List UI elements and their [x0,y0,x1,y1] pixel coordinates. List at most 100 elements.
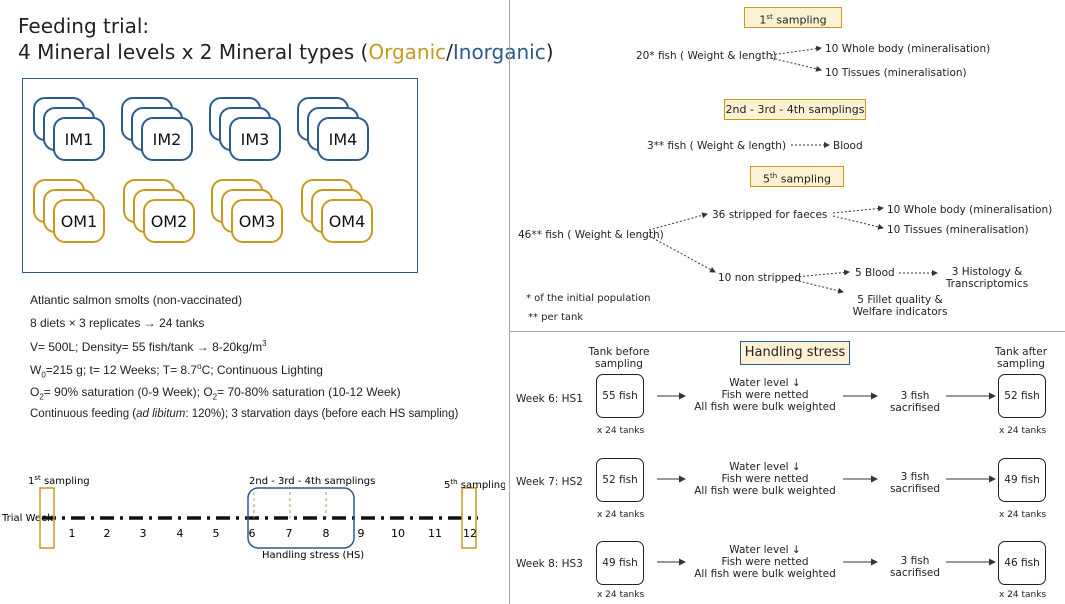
info-weight-w: W [30,363,42,377]
hs-row-week: Week 7: HS2 [516,476,583,488]
tank-stack-im4: IM4 [297,97,371,165]
sampling-arrows [648,45,938,294]
info-o: O [30,385,40,399]
tank-after: 52 fish [998,374,1046,418]
week-label: 12 [463,527,477,540]
week-label: 5 [213,527,220,540]
week-label: 6 [249,527,256,540]
tank-label: IM3 [229,117,281,161]
s5-stripped-whole-body: 10 Whole body (mineralisation) [887,204,1053,216]
tank-after: 46 fish [998,541,1046,585]
tank-label: OM4 [321,199,373,243]
subtitle-prefix: 4 Mineral levels x 2 Mineral types ( [18,40,369,64]
note-initial-population: * of the initial population [526,293,651,304]
week-label: 10 [391,527,405,540]
subtitle-slash: / [446,40,453,64]
info-feeding-italic: ad libitum [136,408,186,420]
info-line-weight: W0=215 g; t= 12 Weeks; T= 8.7oC; Continu… [30,362,323,379]
first-sampling-label: 1st sampling [28,474,90,487]
tank-label: IM4 [317,117,369,161]
week-label: 11 [428,527,442,540]
s2-out-blood: Blood [833,140,863,152]
tank-stack-om2: OM2 [123,179,197,247]
hs-row-week: Week 8: HS3 [516,558,583,570]
tank-label: IM2 [141,117,193,161]
tank-stack-om4: OM4 [301,179,375,247]
handling-stress-header: Handling stress [740,341,850,365]
info-o-sub: 2 [39,392,44,402]
tanks-note: x 24 tanks [999,510,1047,520]
tank-stack-im3: IM3 [209,97,283,165]
week-label: 8 [323,527,330,540]
s1-out-whole-body: 10 Whole body (mineralisation) [825,43,991,55]
tanks-note: x 24 tanks [597,510,645,520]
tanks-note: x 24 tanks [999,426,1047,436]
s5-stripped-tissues: 10 Tissues (mineralisation) [887,224,1029,236]
mid-sampling-label: 2nd - 3rd - 4th samplings [249,476,375,487]
tank-stack-im2: IM2 [121,97,195,165]
organic-label: Organic [368,40,447,64]
info-line-diets: 8 diets × 3 replicates → 24 tanks [30,316,205,330]
handling-stress-label: Handling stress (HS) [262,550,364,561]
trial-subtitle: 4 Mineral levels x 2 Mineral types (Orga… [18,40,554,64]
note-per-tank: ** per tank [528,312,584,323]
marker-first-sampling [39,487,55,549]
info-o-sub2: 2 [212,392,218,402]
s5-fish: 46** fish ( Weight & length) [518,229,664,241]
vertical-divider [509,0,510,604]
marker-fifth-sampling [461,487,477,549]
fifth-sampling-header: 5th sampling [750,166,844,187]
mid-sampling-header: 2nd - 3rd - 4th samplings [724,99,866,120]
tank-groups-box: IM1 IM2 IM3 IM4 OM1 OM2 OM3 OM4 [22,78,418,273]
inorganic-label: Inorganic [452,40,546,64]
tank-label: IM1 [53,117,105,161]
tank-after: 49 fish [998,458,1046,502]
horizontal-divider [509,331,1065,332]
tank-label: OM2 [143,199,195,243]
week-label: 9 [358,527,365,540]
tanks-note: x 24 tanks [597,590,645,600]
info-volume-sup: 3 [262,339,267,348]
info-line-oxygen: O2= 90% saturation (0-9 Week); O2= 70-80… [30,385,401,401]
trial-title: Feeding trial: [18,14,150,38]
subtitle-suffix: ) [545,40,554,64]
fifth-sampling-label: 5th sampling [444,478,505,491]
info-weight-text2: C; Continuous Lighting [201,363,323,377]
info-line-species: Atlantic salmon smolts (non-vaccinated) [30,293,243,307]
info-degree-sup: o [197,362,202,371]
week-label: 1 [69,527,76,540]
info-oxygen-text: = 90% saturation (0-9 Week); O [43,385,213,399]
week-label: 3 [140,527,147,540]
week-label: 7 [286,527,293,540]
tank-label: OM3 [231,199,283,243]
s1-out-tissues: 10 Tissues (mineralisation) [825,67,967,79]
info-line-volume: V= 500L; Density= 55 fish/tank → 8-20kg/… [30,339,267,354]
week-label: 2 [104,527,111,540]
hs-row-week: Week 6: HS1 [516,393,583,405]
timeline: Trial Week 1st sampling 2nd - 3rd - 4th … [1,474,505,561]
s5-branch-stripped: 36 stripped for faeces [712,209,828,221]
tank-before: 52 fish [596,458,644,502]
tanks-note: x 24 tanks [597,426,645,436]
s5-branch-non-stripped: 10 non stripped [718,272,802,284]
tank-label: OM1 [53,199,105,243]
handling-stress-box [247,487,355,549]
first-sampling-header: 1st sampling [744,7,842,28]
tank-stack-im1: IM1 [33,97,107,165]
tanks-note: x 24 tanks [999,590,1047,600]
s5-histology: 3 Histology &Transcriptomics [945,266,1029,290]
handling-arrows [657,392,996,566]
week-label: 4 [177,527,184,540]
tank-before: 49 fish [596,541,644,585]
info-feeding-text: Continuous feeding ( [30,408,137,420]
info-weight-sub: 0 [41,370,46,380]
info-line-feeding: Continuous feeding (ad libitum: 120%); 3… [30,408,458,420]
s5-blood: 5 Blood [855,267,895,279]
